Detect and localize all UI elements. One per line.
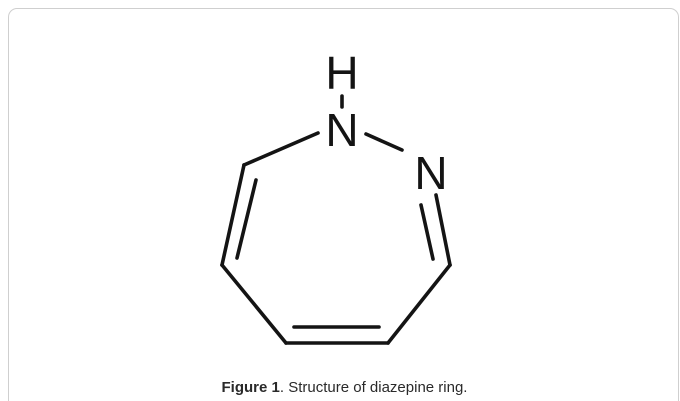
- figure-caption-label: Figure 1: [221, 379, 280, 396]
- n2-c3-double-bond-inner: [419, 203, 435, 261]
- figure-caption-text: . Structure of diazepine ring.: [279, 379, 468, 396]
- nitrogen-atom-label-nh: N: [325, 104, 358, 156]
- n1-c7-bond: [242, 131, 320, 167]
- c6-c7-double-bond-inner: [235, 178, 258, 260]
- c3-c4-bond: [386, 263, 452, 345]
- hydrogen-atom-label: H: [325, 47, 358, 99]
- c5-c6-bond: [220, 263, 288, 345]
- figure-caption: Figure 1. Structure of diazepine ring.: [9, 379, 680, 396]
- n2-c3-double-bond-outer: [434, 193, 452, 267]
- figure-panel: Figure 1. Structure of diazepine ring.: [8, 8, 679, 401]
- n1-n2-bond: [364, 132, 404, 152]
- nitrogen-atom-label-n: N: [414, 147, 447, 199]
- c6-c7-double-bond-outer: [220, 163, 246, 267]
